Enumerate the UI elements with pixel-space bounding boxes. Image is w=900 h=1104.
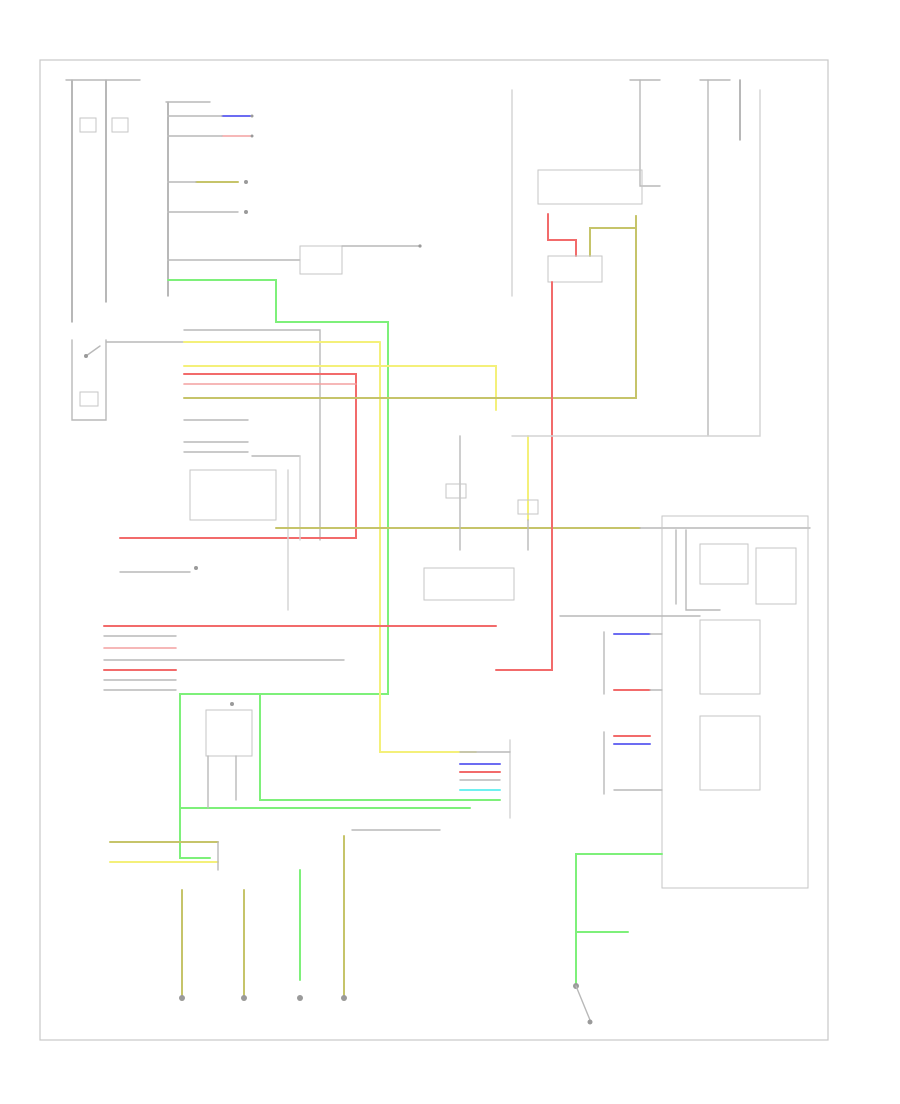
center-left-module: [119, 441, 301, 611]
right-control-modules: [559, 515, 809, 889]
top-right-fuse-section: [495, 79, 761, 671]
bottom-center-module: [205, 702, 253, 809]
diagram-frame: [39, 59, 829, 1041]
green-wire-main: [167, 279, 473, 981]
bottom-right-ground: [573, 853, 663, 1025]
left-relay-harness: [71, 215, 637, 753]
bottom-left-sensors: [109, 829, 441, 1001]
top-left-fuse-section: [65, 79, 422, 323]
mid-center-sensors: [423, 435, 539, 601]
right-center-connector: [459, 739, 511, 819]
left-connector-block: [103, 625, 497, 691]
